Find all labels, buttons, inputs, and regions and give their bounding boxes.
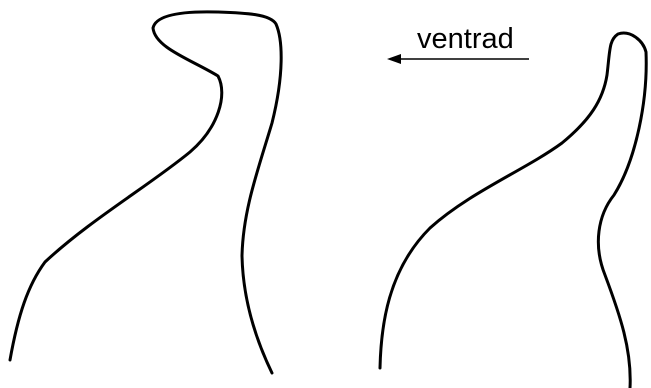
- ventrad-arrow-head: [387, 54, 401, 64]
- direction-label: ventrad: [417, 23, 514, 55]
- left-outline-curve: [8, 10, 283, 375]
- right-outline-curve: [378, 31, 648, 388]
